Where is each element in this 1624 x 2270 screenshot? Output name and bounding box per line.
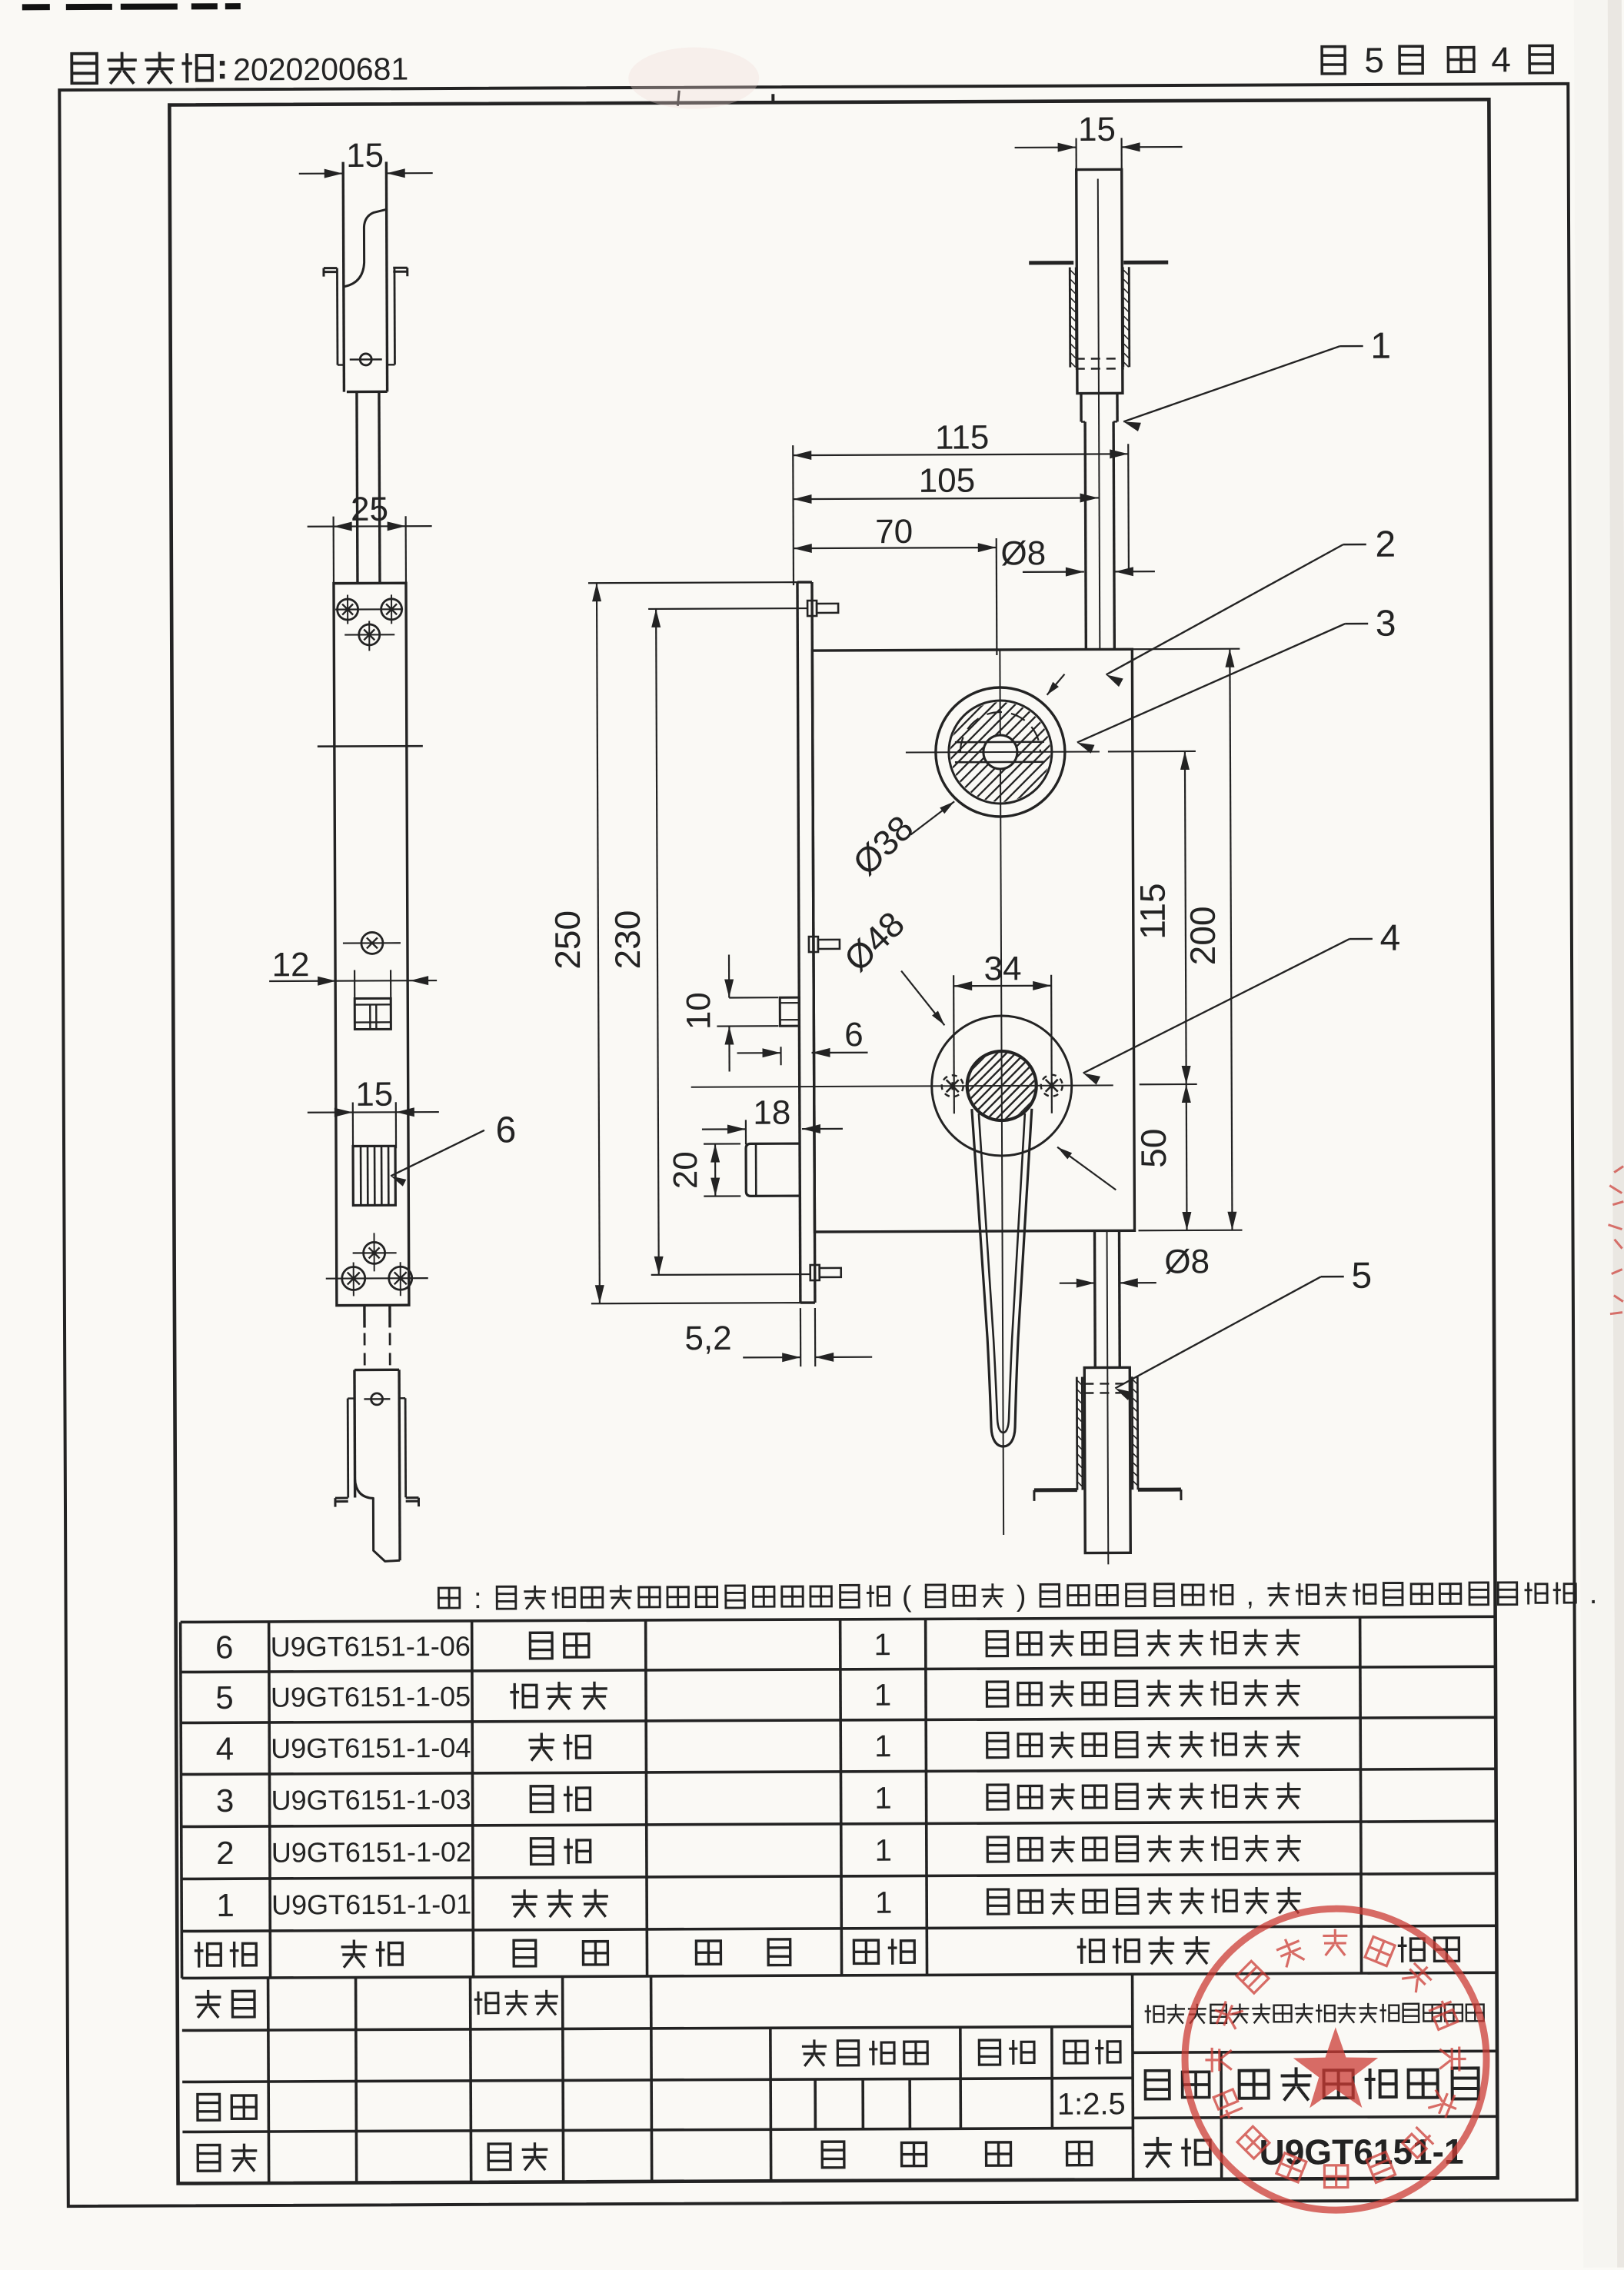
svg-text::: : — [474, 1583, 482, 1615]
svg-text:18: 18 — [753, 1094, 790, 1132]
svg-text:2020200681: 2020200681 — [233, 52, 408, 88]
svg-text:1: 1 — [874, 1679, 891, 1712]
svg-text:1: 1 — [875, 1834, 892, 1868]
svg-text:4: 4 — [1491, 39, 1511, 79]
svg-text:4: 4 — [216, 1730, 235, 1766]
svg-text:10: 10 — [680, 992, 717, 1030]
svg-text:1: 1 — [874, 1729, 891, 1763]
svg-text:6: 6 — [215, 1629, 234, 1665]
svg-text:50: 50 — [1133, 1128, 1173, 1167]
svg-text:34: 34 — [983, 950, 1021, 987]
svg-text:12: 12 — [271, 946, 309, 984]
svg-text:5,2: 5,2 — [684, 1320, 731, 1357]
svg-text:15: 15 — [346, 137, 384, 175]
svg-text:70: 70 — [875, 513, 913, 551]
svg-text:1: 1 — [874, 1782, 891, 1816]
svg-text:U9GT6151-1-06: U9GT6151-1-06 — [271, 1630, 471, 1663]
svg-text:105: 105 — [919, 462, 976, 500]
svg-text:6: 6 — [844, 1016, 864, 1053]
svg-text:4: 4 — [1379, 918, 1400, 959]
svg-text:5: 5 — [1364, 40, 1384, 80]
svg-text:Ø8: Ø8 — [1164, 1243, 1210, 1280]
svg-text:2: 2 — [216, 1835, 235, 1871]
svg-text:): ) — [1017, 1580, 1027, 1613]
svg-text:3: 3 — [216, 1782, 235, 1819]
svg-text:5: 5 — [215, 1679, 234, 1716]
svg-text:1: 1 — [1370, 326, 1391, 367]
svg-text:U9GT6151-1-05: U9GT6151-1-05 — [271, 1680, 471, 1712]
svg-text:115: 115 — [935, 418, 989, 456]
svg-text:1:2.5: 1:2.5 — [1057, 2087, 1126, 2121]
svg-text:15: 15 — [355, 1076, 393, 1113]
svg-text:15: 15 — [1078, 111, 1116, 148]
svg-text:2: 2 — [1375, 524, 1396, 565]
svg-text:1: 1 — [216, 1887, 235, 1923]
svg-text:U9GT6151-1-01: U9GT6151-1-01 — [271, 1888, 471, 1920]
svg-text:1: 1 — [874, 1628, 891, 1662]
svg-text::: : — [216, 46, 228, 86]
svg-text:U9GT6151-1-04: U9GT6151-1-04 — [271, 1732, 471, 1764]
svg-text:6: 6 — [495, 1110, 516, 1150]
svg-text:230: 230 — [607, 910, 647, 970]
svg-text:3: 3 — [1376, 604, 1396, 644]
svg-text:(: ( — [902, 1581, 912, 1613]
svg-text:250: 250 — [547, 910, 587, 970]
svg-text:20: 20 — [667, 1151, 704, 1189]
svg-text:.: . — [1589, 1578, 1598, 1610]
svg-text:U9GT6151-1-02: U9GT6151-1-02 — [271, 1836, 471, 1868]
svg-text:Ø8: Ø8 — [1000, 534, 1046, 572]
svg-text:1: 1 — [875, 1886, 892, 1920]
svg-text:25: 25 — [351, 491, 388, 528]
svg-text:200: 200 — [1183, 906, 1223, 965]
svg-text:115: 115 — [1133, 883, 1173, 940]
svg-text:5: 5 — [1351, 1256, 1372, 1296]
svg-text:U9GT6151-1-03: U9GT6151-1-03 — [271, 1783, 471, 1816]
svg-text:,: , — [1246, 1579, 1254, 1612]
